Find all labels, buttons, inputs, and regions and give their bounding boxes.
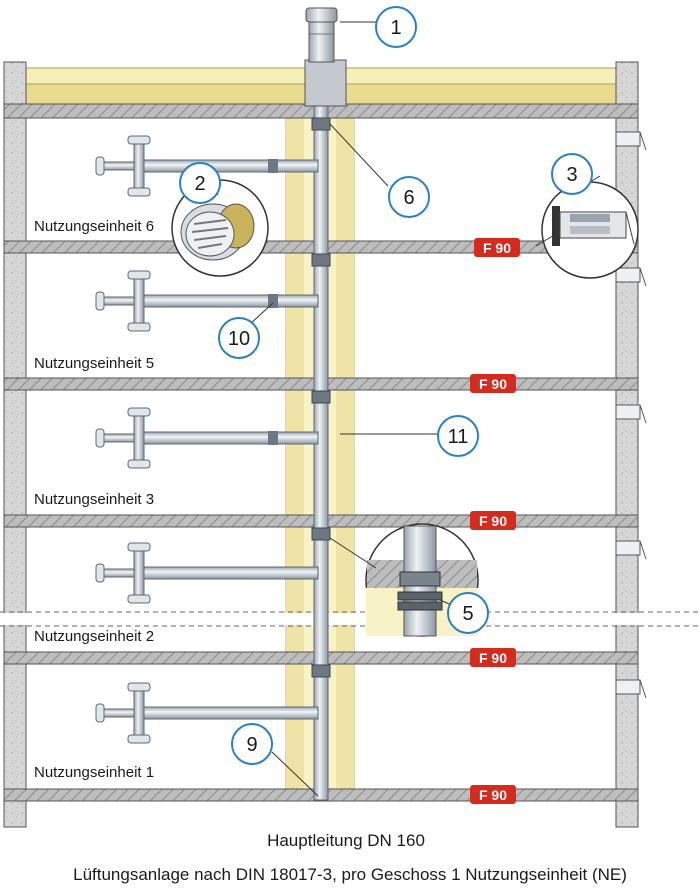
branch-floor-3 <box>95 407 319 469</box>
callout-9: 9 <box>231 723 273 765</box>
callout-3: 3 <box>551 153 593 195</box>
fire-badge-1: F 90 <box>474 238 520 257</box>
branch-floor-1 <box>95 682 319 744</box>
callout-6: 6 <box>388 176 430 218</box>
caption-main-line: Hauptleitung DN 160 <box>267 831 425 850</box>
shaft-insulation-right <box>336 118 354 790</box>
fire-badge-text: F 90 <box>479 376 507 392</box>
wall-air-inlets <box>615 131 647 699</box>
fire-badge-4: F 90 <box>470 648 516 667</box>
right-wall <box>615 61 639 828</box>
unit-label-3: Nutzungseinheit 3 <box>34 491 154 508</box>
callouts: 1 2 3 5 6 9 10 11 <box>179 6 593 765</box>
callout-number: 3 <box>566 164 577 186</box>
callout-10: 10 <box>218 317 260 359</box>
callout-11: 11 <box>437 415 479 457</box>
fire-badge-2: F 90 <box>470 374 516 393</box>
unit-labels: Nutzungseinheit 6 Nutzungseinheit 5 Nutz… <box>34 218 154 781</box>
unit-label-5: Nutzungseinheit 5 <box>34 355 154 372</box>
branch-floor-2 <box>95 542 319 604</box>
fire-badge-text: F 90 <box>479 513 507 529</box>
fire-badge-3: F 90 <box>470 511 516 530</box>
shaft-insulation-left <box>286 118 304 790</box>
callout-number: 5 <box>462 603 473 625</box>
caption-subtitle: Lüftungsanlage nach DIN 18017-3, pro Ges… <box>73 865 627 884</box>
unit-label-1: Nutzungseinheit 1 <box>34 764 154 781</box>
fire-badge-5: F 90 <box>470 785 516 804</box>
leader-lines <box>211 21 601 797</box>
fire-badge-text: F 90 <box>479 650 507 666</box>
detail-wall-inlet <box>541 181 639 279</box>
callout-number: 2 <box>194 173 205 195</box>
callout-number: 10 <box>228 328 250 350</box>
unit-label-2: Nutzungseinheit 2 <box>34 628 154 645</box>
detail-fire-damper <box>365 523 479 637</box>
fire-badge-text: F 90 <box>479 787 507 803</box>
branch-floor-5 <box>95 270 319 332</box>
left-wall <box>3 61 27 828</box>
callout-number: 9 <box>246 734 257 756</box>
callout-number: 1 <box>390 17 401 39</box>
unit-label-6: Nutzungseinheit 6 <box>34 218 154 235</box>
callout-number: 6 <box>403 187 414 209</box>
callout-1: 1 <box>375 6 417 48</box>
callout-2: 2 <box>179 162 221 204</box>
callout-5: 5 <box>447 592 489 634</box>
main-riser <box>311 103 331 801</box>
fire-rating-badges: F 90 F 90 F 90 F 90 F 90 <box>470 238 520 804</box>
callout-number: 11 <box>448 426 469 448</box>
fire-badge-text: F 90 <box>483 240 511 256</box>
roof-outlet <box>304 7 347 107</box>
